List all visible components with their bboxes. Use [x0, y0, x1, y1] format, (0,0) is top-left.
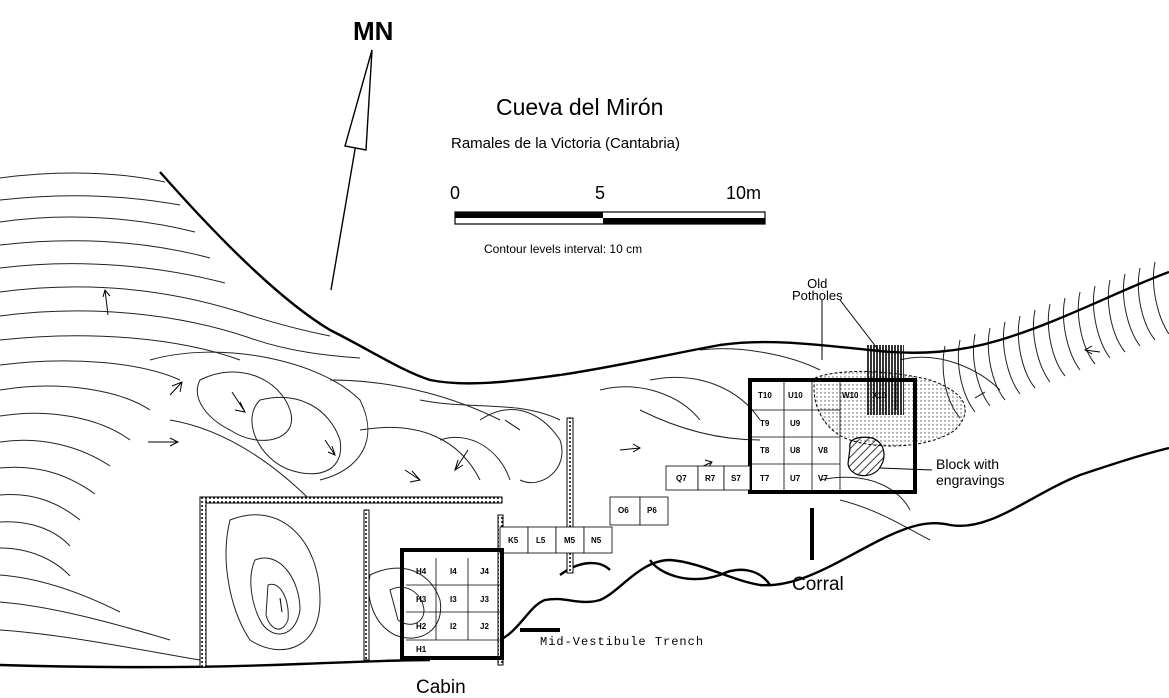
map-subtitle: Ramales de la Victoria (Cantabria)	[451, 135, 680, 152]
contour-interval-note: Contour levels interval: 10 cm	[484, 242, 643, 256]
grid-square-label: H3	[416, 595, 427, 604]
trench-grid	[499, 465, 751, 554]
grid-square-label: V7	[818, 474, 828, 483]
old-potholes-label: Old Potholes	[792, 276, 843, 303]
cabin-label: Cabin	[416, 677, 466, 698]
grid-square-label: T10	[758, 391, 772, 400]
grid-square-label: T9	[760, 419, 770, 428]
north-arrow-icon	[330, 49, 373, 291]
engraved-block-icon	[847, 436, 933, 477]
slope-arrows	[102, 288, 1101, 613]
north-label: MN	[353, 16, 394, 46]
grid-square-label: U7	[790, 474, 801, 483]
grid-square-label: T7	[760, 474, 770, 483]
grid-square-label: I4	[450, 567, 457, 576]
trench-marker	[520, 628, 560, 632]
grid-square-label: K5	[508, 536, 519, 545]
corral-grid	[748, 378, 917, 560]
grid-square-label: P6	[647, 506, 657, 515]
grid-square-label: H1	[416, 645, 427, 654]
grid-square-label: H2	[416, 622, 427, 631]
grid-square-label: U10	[788, 391, 803, 400]
scale-label-0: 0	[450, 183, 461, 203]
grid-square-label: I3	[450, 595, 457, 604]
block-with-engravings-label: Block with engravings	[936, 456, 1005, 488]
grid-square-label: R7	[705, 474, 716, 483]
grid-square-label: J3	[480, 595, 489, 604]
grid-square-label: J4	[480, 567, 489, 576]
grid-square-label: U8	[790, 446, 801, 455]
grid-square-label: W10	[842, 391, 859, 400]
scale-bar	[454, 211, 766, 225]
grid-square-label: M5	[564, 536, 576, 545]
map-title: Cueva del Mirón	[496, 94, 664, 120]
scale-label-5: 5	[595, 183, 606, 203]
grid-square-label: H4	[416, 567, 427, 576]
grid-square-label: T8	[760, 446, 770, 455]
cabin-grid	[400, 548, 504, 660]
potholes-area	[813, 299, 966, 447]
grid-square-label: J2	[480, 622, 489, 631]
grid-square-label: I2	[450, 622, 457, 631]
grid-square-label: N5	[591, 536, 602, 545]
trench-label: Mid-Vestibule Trench	[540, 635, 705, 649]
grid-square-label: S7	[731, 474, 741, 483]
scale-label-10m: 10m	[726, 183, 762, 203]
contour-lines-left	[0, 172, 1001, 661]
grid-square-label: V8	[818, 446, 828, 455]
grid-square-label: O6	[618, 506, 629, 515]
grid-square-label: U9	[790, 419, 801, 428]
grid-square-label: Q7	[676, 474, 687, 483]
corral-label: Corral	[792, 574, 844, 595]
grid-square-label: X10	[872, 391, 887, 400]
cave-walls	[0, 171, 1169, 669]
grid-square-label: L5	[536, 536, 546, 545]
